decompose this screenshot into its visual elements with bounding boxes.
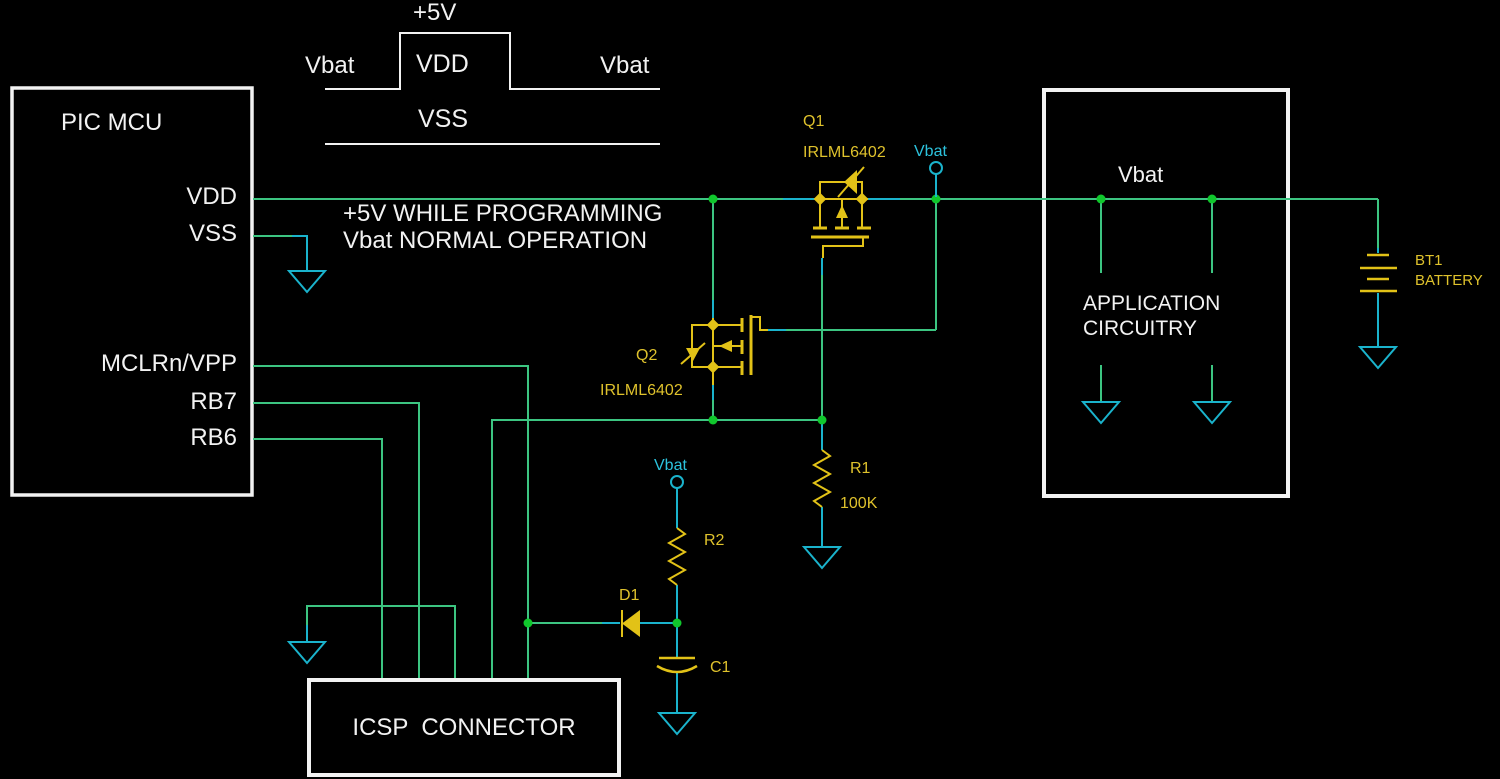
c1-capacitor-symbol	[656, 656, 698, 674]
annotation-line1: +5V WHILE PROGRAMMING	[343, 200, 663, 227]
pic-mcu-title: PIC MCU	[61, 109, 163, 136]
ground-icsp	[286, 641, 328, 665]
waveform-plus5v-label: +5V	[413, 0, 457, 26]
waveform-vbat-right-label: Vbat	[600, 52, 650, 79]
d1-diode-symbol	[621, 610, 640, 637]
icsp-connector-title: ICSP CONNECTOR	[352, 714, 576, 741]
waveform-vbat-left-label: Vbat	[305, 52, 355, 79]
d1-ref-label: D1	[619, 587, 640, 604]
application-circuitry-box	[1042, 88, 1290, 498]
bt1-name-label: BATTERY	[1415, 272, 1483, 289]
q2-mosfet-symbol	[680, 315, 768, 385]
vdd-pulse-line	[325, 32, 660, 90]
pin-label-rb6: RB6	[190, 424, 237, 451]
bt1-ref-label: BT1	[1415, 252, 1443, 269]
ground-app-1	[1080, 401, 1122, 425]
vbat-terminals	[670, 161, 943, 490]
ground-symbols	[286, 270, 1399, 736]
r1-ref-label: R1	[850, 460, 871, 477]
junction-dots	[523, 194, 1217, 628]
q1-part-label: IRLML6402	[803, 144, 886, 161]
waveform-vss-label: VSS	[418, 105, 469, 133]
application-title-line2: CIRCUITRY	[1083, 317, 1197, 340]
wires	[253, 198, 1379, 678]
pin-label-vdd: VDD	[186, 183, 237, 210]
annotation-line2: Vbat NORMAL OPERATION	[343, 227, 648, 254]
r1-resistor-symbol	[811, 449, 833, 508]
application-vbat-label: Vbat	[1118, 162, 1164, 187]
application-title-line1: APPLICATION	[1083, 292, 1221, 315]
vbat-terminal-r2	[670, 475, 684, 489]
icsp-connector-box	[307, 678, 621, 777]
pin-label-rb7: RB7	[190, 388, 237, 415]
q2-ref-label: Q2	[636, 347, 658, 364]
c1-ref-label: C1	[710, 659, 731, 676]
vbat-label-q1: Vbat	[914, 143, 947, 160]
q1-ref-label: Q1	[803, 113, 825, 130]
r2-ref-label: R2	[704, 532, 725, 549]
pin-label-vss: VSS	[188, 220, 237, 247]
pin-leads	[292, 198, 1379, 712]
q2-part-label: IRLML6402	[600, 382, 683, 399]
pic-mcu-box	[10, 86, 254, 497]
bt1-battery-symbol	[1360, 253, 1397, 293]
ground-app-2	[1191, 401, 1233, 425]
r2-resistor-symbol	[666, 527, 688, 586]
waveform-vdd-label: VDD	[416, 50, 469, 78]
ground-c1	[656, 712, 698, 736]
ground-battery	[1357, 346, 1399, 370]
vbat-label-r2: Vbat	[654, 457, 687, 474]
ground-r1	[801, 546, 843, 570]
q1-mosfet-symbol	[811, 166, 871, 258]
pin-label-mclr: MCLRn/VPP	[100, 350, 237, 377]
r1-value-label: 100K	[840, 495, 878, 512]
vbat-terminal-q1	[929, 161, 943, 175]
block-boxes	[10, 86, 1290, 777]
ground-vss	[286, 270, 328, 294]
supply-waveform	[325, 32, 660, 145]
